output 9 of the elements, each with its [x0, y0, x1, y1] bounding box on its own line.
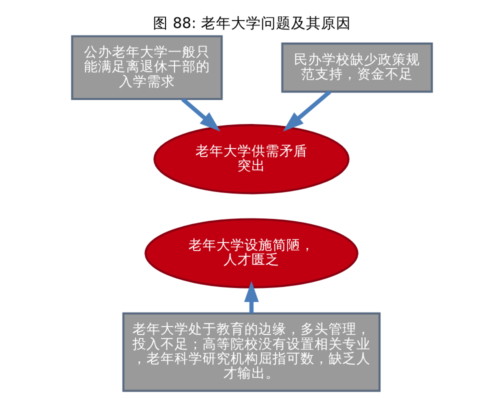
node-box: 老年大学处于教育的边缘，多头管理，投入不足；高等院校没有设置相关专业，老年科学研究机构屈指可数，缺乏人才输出。 — [122, 312, 380, 392]
node-ellipse: 老年大学设施简陋，人才匮乏 — [144, 218, 358, 288]
arrow — [180, 98, 220, 132]
arrow — [244, 281, 258, 314]
node-ellipse: 老年大学供需矛盾突出 — [152, 124, 349, 194]
arrow — [282, 90, 331, 132]
diagram-title: 图 88: 老年大学问题及其原因 — [152, 15, 350, 32]
node-box: 公办老年大学一般只能满足离退休干部的入学需求 — [70, 35, 222, 100]
node-box: 民办学校缺少政策规范支持，资金不足 — [280, 42, 432, 93]
